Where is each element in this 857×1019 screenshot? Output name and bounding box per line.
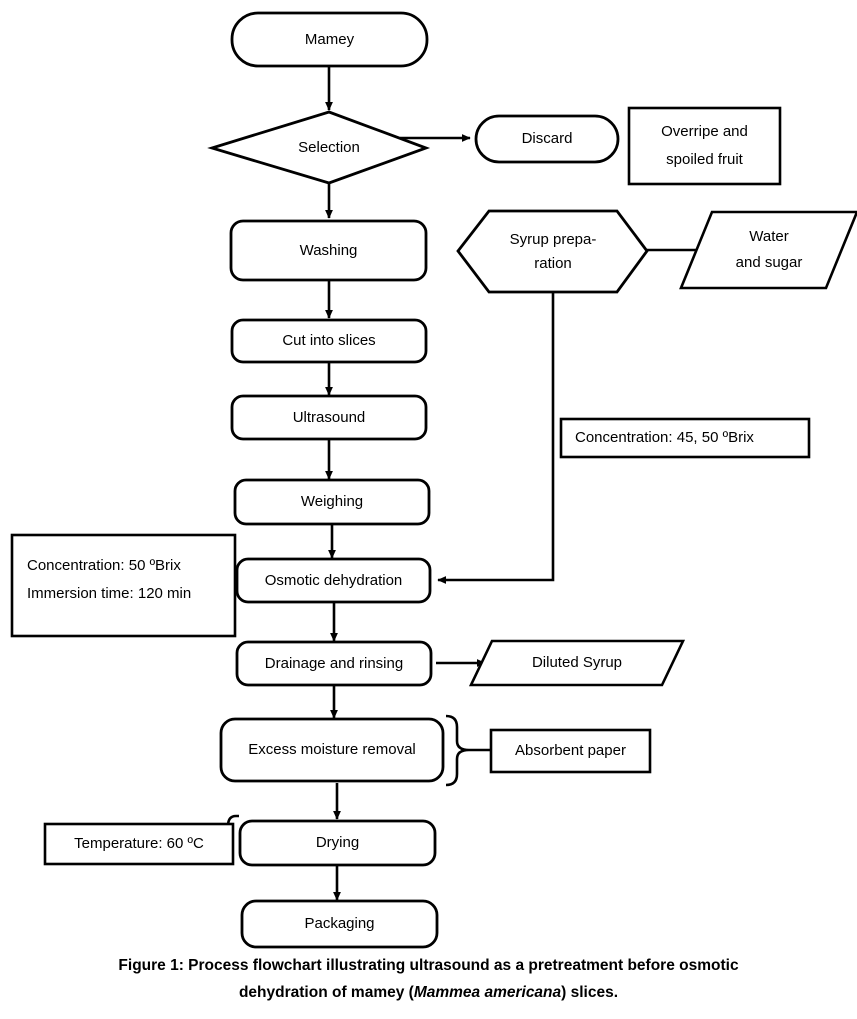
node-syrup-preparation-label: Syrup prepa- ration [478, 213, 628, 291]
node-water-sugar-shape[interactable] [679, 210, 857, 290]
node-mamey-shape[interactable] [230, 11, 429, 68]
figure-caption: Figure 1: Process flowchart illustrating… [0, 952, 857, 1006]
brace-excess-moisture [445, 714, 470, 787]
node-excess-moisture-removal-shape[interactable] [219, 717, 445, 783]
node-overripe-note-shape [627, 106, 782, 186]
node-osmotic-note-shape [10, 533, 237, 638]
node-diluted-syrup-shape[interactable] [468, 639, 686, 687]
figure-caption-line-2: dehydration of mamey (Mammea americana) … [0, 979, 857, 1006]
node-drainage-rinsing-shape[interactable] [235, 640, 433, 687]
node-ultrasound-shape[interactable] [230, 394, 428, 441]
water-sugar-line2: and sugar [735, 254, 803, 271]
figure-caption-line-1: Figure 1: Process flowchart illustrating… [118, 957, 739, 974]
node-osmotic-dehydration-shape[interactable] [235, 557, 432, 604]
overripe-note-line2: spoiled fruit [666, 151, 743, 168]
overripe-note-line1: Overripe and [661, 122, 748, 140]
water-sugar-line1: Water [749, 227, 789, 245]
caption-text-a: dehydration of mamey ( [238, 984, 414, 1002]
syrup-preparation-line1: Syrup prepa- [509, 231, 597, 248]
node-overripe-note-label: Overripe and spoiled fruit [629, 108, 780, 184]
node-washing-shape[interactable] [229, 219, 428, 282]
node-osmotic-note-label: Concentration: 50 ºBrix Immersion time: … [27, 545, 232, 615]
caption-text-b: ) slices. [561, 984, 619, 1002]
caption-species-name: Mammea americana [413, 984, 562, 1002]
osmotic-note-line1: Concentration: 50 ºBrix [27, 556, 181, 574]
osmotic-note-line2: Immersion time: 120 min [27, 585, 192, 602]
node-cut-into-slices-shape[interactable] [230, 318, 428, 364]
node-weighing-shape[interactable] [233, 478, 431, 526]
node-discard-shape[interactable] [474, 114, 620, 164]
node-syrup-concentration-note-shape [559, 417, 811, 459]
node-drying-shape[interactable] [238, 819, 437, 867]
node-water-sugar-label: Water and sugar [696, 212, 842, 288]
syrup-preparation-line2: ration [534, 255, 572, 272]
edge-syrup-to-osmotic [437, 292, 555, 584]
node-temperature-note-shape [43, 822, 235, 866]
node-absorbent-paper-shape [489, 728, 652, 774]
node-syrup-preparation-shape[interactable] [456, 209, 649, 294]
node-selection-shape[interactable] [207, 110, 431, 185]
node-packaging-shape[interactable] [240, 899, 439, 949]
